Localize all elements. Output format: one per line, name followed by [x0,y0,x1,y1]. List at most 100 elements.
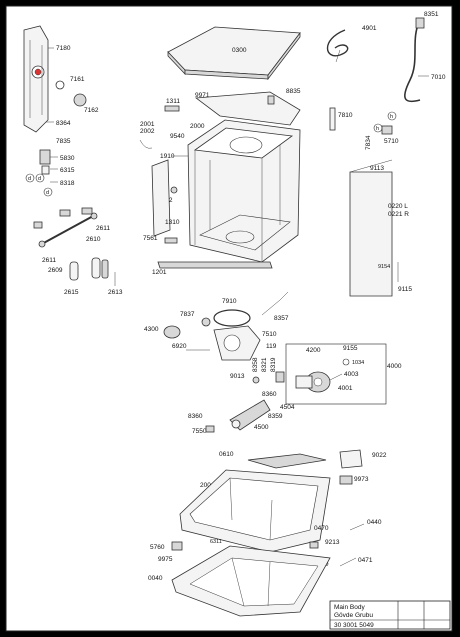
switch-block-part [339,475,353,485]
sump-part [213,325,261,361]
hinge-part [164,105,180,112]
bracket-part [164,237,178,244]
label-1201: 1201 [152,269,167,276]
base-tray-part [171,545,331,617]
label-1311: 1311 [166,98,180,105]
label-9975: 9975 [158,556,173,563]
label-9973: 9973 [354,476,369,483]
label-7161: 7161 [70,76,85,83]
label-4500: 4500 [254,424,269,431]
svg-text:h: h [376,126,379,132]
clip-part [267,95,275,105]
label-2004: 2004 [200,482,215,489]
label-9971: 9971 [195,92,210,99]
label-9115: 9115 [398,286,412,293]
label-6315: 6315 [60,167,75,174]
title-govde-grubu: Gövde Grubu [334,612,373,619]
label-9113: 9113 [370,165,384,172]
label-8359: 8359 [268,413,283,420]
svg-text:d: d [38,176,41,182]
label-0470-upper: 0470 [314,525,329,532]
side-cover-part [349,171,393,297]
title-block [329,600,451,630]
hinge-spring-parts [69,257,109,281]
label-2615: 2615 [64,289,79,296]
label-9213: 9213 [325,539,340,546]
side-panel-part [151,159,171,237]
label-0471: 0471 [358,557,373,564]
foot-part [309,541,319,549]
washer-part [342,358,350,366]
label-8358: 8358 [252,357,259,372]
pump-group-box [285,343,387,405]
label-9154: 9154 [378,264,390,270]
drain-pump-part [229,399,271,431]
base-cover-part [247,453,327,469]
label-0440: 0440 [367,519,382,526]
title-part-code: 30 3001 5049 [334,622,374,629]
label-7834: 7834 [365,135,372,150]
label-2002: 2002 [140,128,155,135]
spring-part [349,523,365,531]
leg-part [339,557,357,567]
label-7162-top: 7162 [84,107,99,114]
label-8360-upper: 8360 [262,391,277,398]
label-8319: 8319 [270,357,277,372]
label-4001: 4001 [338,385,353,392]
label-4901: 4901 [362,25,377,32]
sensor-part [201,317,211,327]
knob-part [73,93,87,107]
label-2609: 2609 [48,267,63,274]
hinge-assembly-part [38,207,98,248]
base-frame-part [179,469,331,553]
label-2610: 2610 [86,236,101,243]
grommet-part [171,541,183,551]
label-0220: 0220 L [388,203,408,210]
label-9022: 9022 [372,452,387,459]
title-main-body: Main Body [334,604,365,611]
label-7550: 7550 [192,428,207,435]
drain-hose-part [326,29,349,57]
hose-connector-part [415,17,425,29]
label-4000: 4000 [387,363,402,370]
cable-part [139,139,153,149]
label-6920: 6920 [172,343,187,350]
label-2001: 2001 [140,121,155,128]
valve-parts: h h [373,111,397,135]
label-0221: 0221 R [388,211,409,218]
label-8318: 8318 [60,180,75,187]
tube-part [261,291,289,316]
svg-text:d: d [46,190,49,196]
hinge-clip-part [33,221,43,229]
label-4200: 4200 [306,347,321,354]
label-8360-lower: 8360 [188,413,203,420]
label-4504: 4504 [280,404,295,411]
label-6311: 6311 [210,539,222,545]
svg-text:h: h [390,114,393,120]
switch-parts: d d d [25,149,53,197]
label-8321: 8321 [261,357,268,372]
label-9155: 9155 [343,345,358,352]
label-7810: 7810 [338,112,353,119]
label-0300: 0300 [232,47,247,54]
label-7561: 7561 [143,235,158,242]
label-8351: 8351 [424,11,439,18]
label-1910: 1910 [160,153,175,160]
svg-text:d: d [28,176,31,182]
label-5760: 5760 [150,544,165,551]
pipe-part [329,107,336,131]
label-1034: 1034 [352,360,364,366]
sump-seal-part [213,309,251,327]
label-0610: 0610 [219,451,234,458]
worktop-part [167,26,301,81]
control-panel-part [23,25,49,133]
heater-part [163,325,181,339]
label-2611-top: 2611 [96,225,110,232]
label-4003: 4003 [344,371,359,378]
circulation-pump-part [295,371,331,393]
label-8364: 8364 [56,120,71,127]
base-strip-part [157,261,273,269]
label-4300: 4300 [144,326,159,333]
label-2000: 2000 [190,123,205,130]
